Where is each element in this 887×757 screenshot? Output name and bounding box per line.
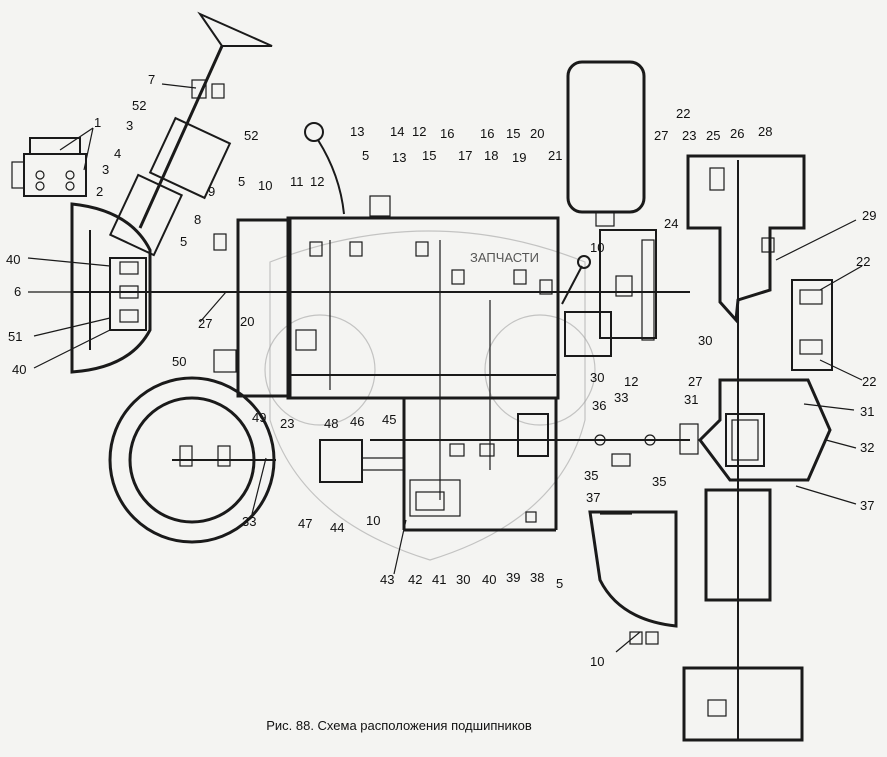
transfer-unit [599, 229, 657, 341]
propeller-shaft [370, 413, 690, 457]
callout-label: 10 [258, 178, 272, 193]
callout-label: 6 [14, 284, 21, 299]
callout-label: 2 [96, 184, 103, 199]
callout-label: 32 [860, 440, 874, 455]
brake-drum [108, 376, 276, 544]
callout-label: 8 [194, 212, 201, 227]
callout-label: 52 [132, 98, 146, 113]
callout-label: 18 [484, 148, 498, 163]
callout-label: 10 [590, 654, 604, 669]
callout-label: 23 [280, 416, 294, 431]
callout-label: 25 [706, 128, 720, 143]
callout-label: 22 [676, 106, 690, 121]
callout-label: 45 [382, 412, 396, 427]
callout-label: 3 [126, 118, 133, 133]
callout-label: 28 [758, 124, 772, 139]
callout-label: 40 [482, 572, 496, 587]
callout-label: 37 [586, 490, 600, 505]
callout-label: 16 [440, 126, 454, 141]
callout-label: 40 [6, 252, 20, 267]
callout-label: 17 [458, 148, 472, 163]
front-bracket [11, 137, 87, 197]
brake-lever [561, 255, 612, 357]
callout-label: 50 [172, 354, 186, 369]
callout-label: 30 [590, 370, 604, 385]
callout-label: 5 [180, 234, 187, 249]
fuel-tank [566, 60, 646, 227]
callout-label: 33 [614, 390, 628, 405]
callout-label: 31 [684, 392, 698, 407]
pto-device [319, 439, 405, 483]
callout-label: 24 [664, 216, 678, 231]
front-axle-housing [686, 154, 833, 740]
callout-label: 27 [198, 316, 212, 331]
callout-label: 10 [590, 240, 604, 255]
callout-label: 7 [148, 72, 155, 87]
callout-label: 12 [412, 124, 426, 139]
callout-label: 23 [682, 128, 696, 143]
callout-label: 21 [548, 148, 562, 163]
callout-label: 49 [252, 410, 266, 425]
callout-label: 5 [238, 174, 245, 189]
watermark-text: ЗАПЧАСТИ [470, 250, 539, 265]
callout-labels: 1 52 3 52 7 4 3 2 5 9 8 40 6 51 40 27 20… [6, 72, 876, 669]
callout-label: 1 [94, 115, 101, 130]
callout-label: 35 [652, 474, 666, 489]
callout-label: 38 [530, 570, 544, 585]
callout-label: 30 [456, 572, 470, 587]
callout-label: 48 [324, 416, 338, 431]
callout-label: 52 [244, 128, 258, 143]
callout-label: 47 [298, 516, 312, 531]
callout-label: 30 [698, 333, 712, 348]
callout-label: 5 [362, 148, 369, 163]
callout-label: 26 [730, 126, 744, 141]
callout-label: 42 [408, 572, 422, 587]
callout-label: 33 [242, 514, 256, 529]
callout-label: 9 [208, 184, 215, 199]
rear-axle-housing [682, 378, 832, 742]
watermark-shield: ЗАПЧАСТИ [264, 230, 596, 561]
steering-column [108, 11, 273, 257]
callout-label: 15 [506, 126, 520, 141]
callout-label: 10 [366, 513, 380, 528]
callout-label: 11 [290, 174, 304, 189]
callout-label: 31 [860, 404, 874, 419]
callout-label: 37 [860, 498, 874, 513]
gear-lever [304, 122, 391, 217]
callout-label: 20 [240, 314, 254, 329]
callout-label: 12 [310, 174, 324, 189]
figure-caption: Рис. 88. Схема расположения подшипников [266, 718, 532, 733]
callout-label: 4 [114, 146, 121, 161]
bearing-markers [119, 167, 823, 645]
callout-label: 46 [350, 414, 364, 429]
callout-label: 27 [688, 374, 702, 389]
callout-label: 22 [856, 254, 870, 269]
callout-label: 51 [8, 329, 22, 344]
fender-plate [588, 510, 678, 628]
callout-label: 13 [350, 124, 364, 139]
callout-label: 14 [390, 124, 404, 139]
callout-label: 3 [102, 162, 109, 177]
callout-label: 29 [862, 208, 876, 223]
callout-label: 41 [432, 572, 446, 587]
callout-label: 36 [592, 398, 606, 413]
callout-label: 13 [392, 150, 406, 165]
leader-lines [27, 83, 863, 653]
callout-label: 39 [506, 570, 520, 585]
clutch-housing [70, 202, 152, 374]
callout-label: 43 [380, 572, 394, 587]
callout-label: 35 [584, 468, 598, 483]
callout-label: 19 [512, 150, 526, 165]
callout-label: 12 [624, 374, 638, 389]
callout-label: 40 [12, 362, 26, 377]
callout-label: 44 [330, 520, 344, 535]
callout-label: 16 [480, 126, 494, 141]
callout-label: 5 [556, 576, 563, 591]
callout-label: 15 [422, 148, 436, 163]
callout-label: 22 [862, 374, 876, 389]
callout-label: 27 [654, 128, 668, 143]
callout-label: 20 [530, 126, 544, 141]
